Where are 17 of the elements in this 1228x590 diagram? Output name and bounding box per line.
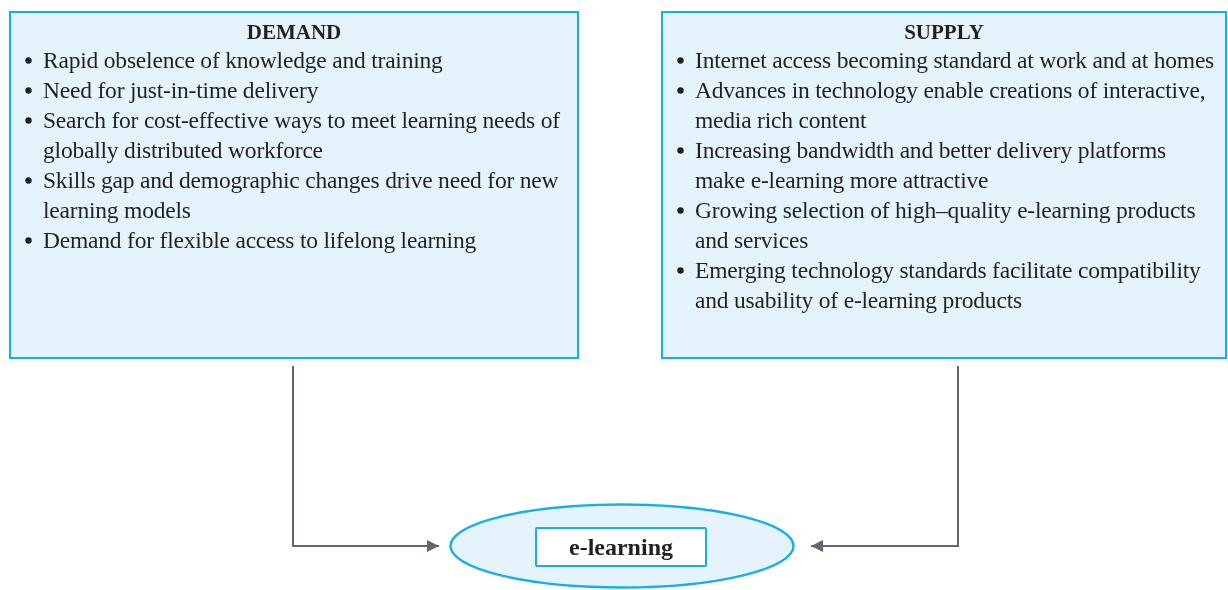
bullet-text: Growing selection of high–quality e-learning products and services: [695, 197, 1196, 253]
bullet-text: Need for just-in-time delivery: [43, 77, 319, 103]
bullet-text: Demand for flexible access to lifelong learning: [43, 227, 476, 253]
label-box: e-learning: [535, 527, 707, 567]
panel-heading: DEMAND: [245, 19, 343, 45]
arrow: [292, 365, 440, 552]
bullet-text: Internet access becoming standard at work and at homes: [695, 47, 1215, 73]
bullet-text: Increasing bandwidth and better delivery platforms make e-learning more attractive: [695, 137, 1166, 193]
bullet-text: Emerging technology standards facilitate compatibility and usability of e-learning products: [695, 257, 1201, 313]
panel-heading: SUPPLY: [903, 19, 985, 45]
bullet-text: Advances in technology enable creations of interactive, media rich content: [695, 77, 1206, 133]
bullet-text: Rapid obselence of knowledge and training: [43, 47, 443, 73]
bullet-text: Skills gap and demographic changes drive need for new learning models: [43, 167, 559, 223]
text-panel: [661, 11, 1227, 359]
arrow: [810, 365, 959, 552]
bullet-text: Search for cost-effective ways to meet learning needs of globally distributed workforce: [43, 107, 560, 163]
text-panel: [9, 11, 579, 359]
